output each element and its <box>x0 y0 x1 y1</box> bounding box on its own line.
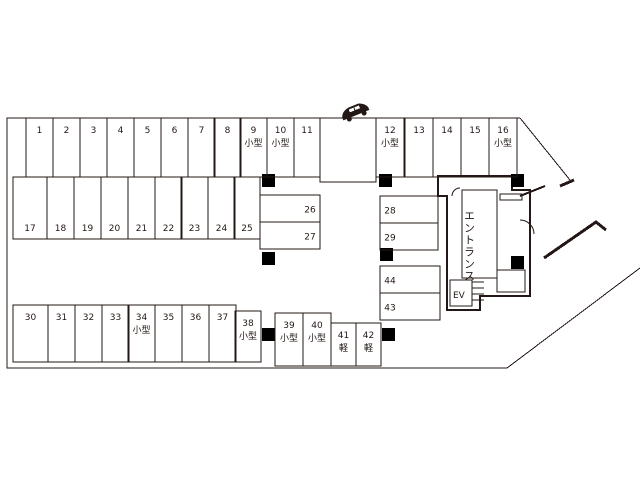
parking-space-16 <box>488 117 518 178</box>
space-number-29: 29 <box>384 234 396 244</box>
space-number-4: 4 <box>118 126 124 136</box>
space-number-30: 30 <box>25 313 37 323</box>
space-type-9: 小型 <box>244 138 262 149</box>
parking-space-11 <box>293 117 321 178</box>
entrance-inner <box>461 189 498 279</box>
space-number-32: 32 <box>83 313 94 323</box>
space-type-42: 軽 <box>364 343 373 354</box>
space-number-13: 13 <box>413 126 424 136</box>
pillar <box>262 328 275 341</box>
space-number-41: 41 <box>338 331 349 341</box>
space-number-1: 1 <box>37 126 43 136</box>
space-number-38: 38 <box>242 319 254 329</box>
elevator-label: EV <box>453 291 466 301</box>
site-boundary-diagonal-upper <box>519 117 571 181</box>
space-number-24: 24 <box>216 224 228 234</box>
space-number-44: 44 <box>384 277 396 287</box>
pillar <box>382 328 395 341</box>
space-number-10: 10 <box>275 126 287 136</box>
parking-space-22 <box>154 176 183 240</box>
space-number-6: 6 <box>172 126 178 136</box>
space-number-20: 20 <box>109 224 121 234</box>
space-number-42: 42 <box>363 331 374 341</box>
door-swing <box>451 187 461 197</box>
space-number-11: 11 <box>301 126 312 136</box>
space-number-27: 27 <box>304 233 315 243</box>
parking-space-24 <box>207 176 236 240</box>
space-number-21: 21 <box>136 224 147 234</box>
space-number-8: 8 <box>225 126 231 136</box>
parking-space-33 <box>101 304 130 363</box>
space-type-38: 小型 <box>239 331 257 342</box>
entrance-building <box>437 175 531 311</box>
space-number-16: 16 <box>497 126 509 136</box>
space-number-35: 35 <box>163 313 174 323</box>
space-type-16: 小型 <box>494 138 512 149</box>
space-number-39: 39 <box>283 321 295 331</box>
space-number-23: 23 <box>189 224 200 234</box>
pillar <box>262 174 275 187</box>
pillar <box>511 256 524 269</box>
ramp-arrow <box>543 220 607 260</box>
space-type-40: 小型 <box>308 333 326 344</box>
space-type-12: 小型 <box>381 138 399 149</box>
space-number-2: 2 <box>64 126 70 136</box>
elevator-box <box>449 279 473 307</box>
site-boundary-diagonal <box>506 267 640 369</box>
parking-space-42 <box>355 322 382 367</box>
space-number-9: 9 <box>251 126 257 136</box>
space-number-26: 26 <box>304 206 316 216</box>
space-number-31: 31 <box>56 313 67 323</box>
space-number-3: 3 <box>91 126 97 136</box>
parking-space-44 <box>379 265 441 294</box>
parking-space-12 <box>375 117 405 178</box>
space-type-34: 小型 <box>132 325 150 336</box>
space-number-19: 19 <box>82 224 94 234</box>
space-number-43: 43 <box>384 304 395 314</box>
space-number-34: 34 <box>136 313 148 323</box>
side-room <box>496 269 526 293</box>
space-number-5: 5 <box>145 126 151 136</box>
space-number-40: 40 <box>311 321 323 331</box>
entrance-label: エントランス <box>463 210 476 282</box>
car-icon <box>342 103 370 122</box>
space-number-14: 14 <box>441 126 453 136</box>
space-type-10: 小型 <box>271 138 289 149</box>
parking-space-38 <box>234 310 262 363</box>
space-number-33: 33 <box>110 313 121 323</box>
space-number-25: 25 <box>241 224 252 234</box>
space-number-15: 15 <box>469 126 480 136</box>
parking-space-29 <box>379 222 439 251</box>
space-number-28: 28 <box>384 207 396 217</box>
space-number-12: 12 <box>384 126 395 136</box>
pillar <box>380 248 393 261</box>
drive-aisle-block <box>319 117 377 183</box>
pillar <box>379 174 392 187</box>
space-type-41: 軽 <box>339 343 348 354</box>
entrance-grate <box>499 193 523 201</box>
pillar <box>262 252 275 265</box>
space-type-39: 小型 <box>280 333 298 344</box>
site-boundary-dash <box>559 178 575 188</box>
space-number-17: 17 <box>24 224 35 234</box>
space-number-7: 7 <box>199 126 205 136</box>
parking-space-27 <box>259 221 321 250</box>
space-number-37: 37 <box>217 313 228 323</box>
space-number-36: 36 <box>190 313 202 323</box>
ramp-mark <box>519 185 546 197</box>
door-swing-right <box>519 219 535 235</box>
space-number-18: 18 <box>55 224 67 234</box>
space-number-22: 22 <box>163 224 174 234</box>
parking-space-37 <box>208 304 237 363</box>
